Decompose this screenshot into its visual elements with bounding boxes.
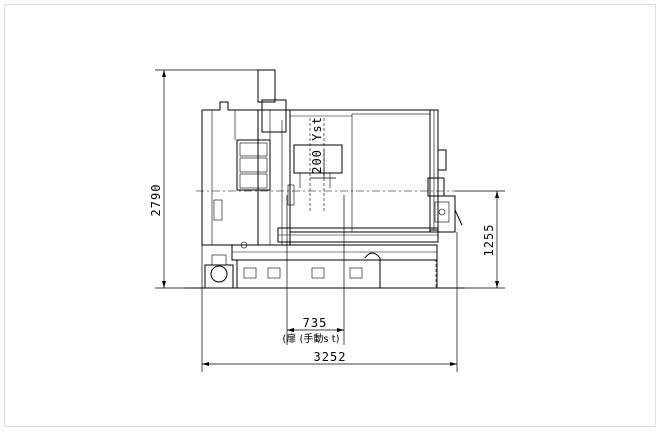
- coolant-tank: [204, 264, 234, 289]
- panel-2: [239, 157, 268, 173]
- panel-group: [236, 139, 271, 191]
- overall-height-label: 2790: [149, 184, 163, 217]
- magazine-inner: [434, 201, 450, 223]
- rear-door: [351, 113, 431, 233]
- magazine-hub: [438, 208, 446, 216]
- magazine-brace: [454, 209, 463, 226]
- bed-bolt: [240, 241, 248, 249]
- foot-4: [349, 267, 363, 279]
- door-arrow-left: [287, 328, 294, 332]
- chip-hood: [364, 252, 381, 288]
- door-arrow-right: [337, 328, 344, 332]
- spindle-arrow-top: [495, 191, 499, 198]
- coolant-pump: [210, 265, 228, 283]
- door-stroke-note: (扉 (手動s t): [282, 332, 339, 345]
- page-border: [4, 4, 656, 427]
- height-arrow-top: [162, 70, 166, 77]
- spindle-height-label: 1255: [482, 224, 496, 257]
- panel-1: [239, 142, 268, 157]
- overall-width-label: 3252: [314, 350, 347, 364]
- spindle-arrow-bottom: [495, 281, 499, 288]
- foot-1: [243, 267, 257, 279]
- panel-3: [239, 173, 268, 189]
- top-motor-box: [257, 69, 276, 103]
- cabinet-handle: [213, 199, 223, 221]
- dimension-lines: [155, 69, 505, 372]
- foot-2: [267, 267, 281, 279]
- chip-box: [379, 259, 437, 289]
- column-front: [258, 109, 291, 245]
- control-cabinet: [201, 101, 259, 246]
- door-stroke-label: 735: [303, 316, 328, 330]
- height-arrow-bottom: [162, 281, 166, 288]
- bed-upper: [231, 244, 438, 261]
- width-arrow-left: [202, 362, 209, 366]
- magazine-body: [429, 195, 456, 233]
- spindle-head: [293, 144, 343, 174]
- pump-motor: [211, 254, 227, 266]
- machine-base: [236, 259, 438, 289]
- motor-neck: [261, 99, 287, 133]
- magazine-arm: [437, 149, 447, 171]
- width-arrow-right: [450, 362, 457, 366]
- machine-body: [185, 69, 465, 289]
- ram-stroke-label: 200 Yst: [310, 116, 324, 174]
- foot-3: [311, 267, 325, 279]
- spindle-nose: [287, 184, 295, 206]
